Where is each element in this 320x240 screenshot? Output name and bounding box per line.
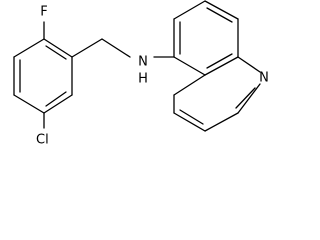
ch2-n-bond [101,38,131,58]
atom-nh: N H [138,55,148,87]
structure-diagram: F Cl N H N [13,0,269,148]
bond [13,38,45,58]
ring-n-label: N [259,71,269,86]
double-bond-inner [206,7,233,23]
atom-cl: Cl [36,133,49,148]
atom-f: F [40,5,47,20]
molecule-drawing: F Cl N H N [13,0,269,148]
amine-h-label: H [138,72,148,87]
double-bond-inner [45,45,67,60]
bond [43,94,73,114]
double-bond-inner [179,109,204,125]
double-bond-inner [45,91,67,107]
atom-ring-n: N [259,71,269,86]
chlorine-label: Cl [36,133,49,148]
bond [237,56,261,73]
bond [173,74,206,96]
quinoline-benzo-ring [173,0,239,76]
bond [173,0,206,20]
ring-ch2-bond [71,38,103,58]
double-bond-inner [235,87,256,109]
bond [237,83,261,114]
bond [43,38,73,58]
fluorine-label: F [40,5,47,20]
bond [173,112,206,132]
double-bond-inner [206,53,233,69]
amine-n-label: N [138,55,148,70]
bond [204,56,239,76]
bond [204,0,239,20]
benzene-ring [13,38,73,114]
bond [204,112,239,132]
bond [13,94,45,114]
quinoline-pyridine-ring [173,56,261,132]
bond [173,56,206,76]
